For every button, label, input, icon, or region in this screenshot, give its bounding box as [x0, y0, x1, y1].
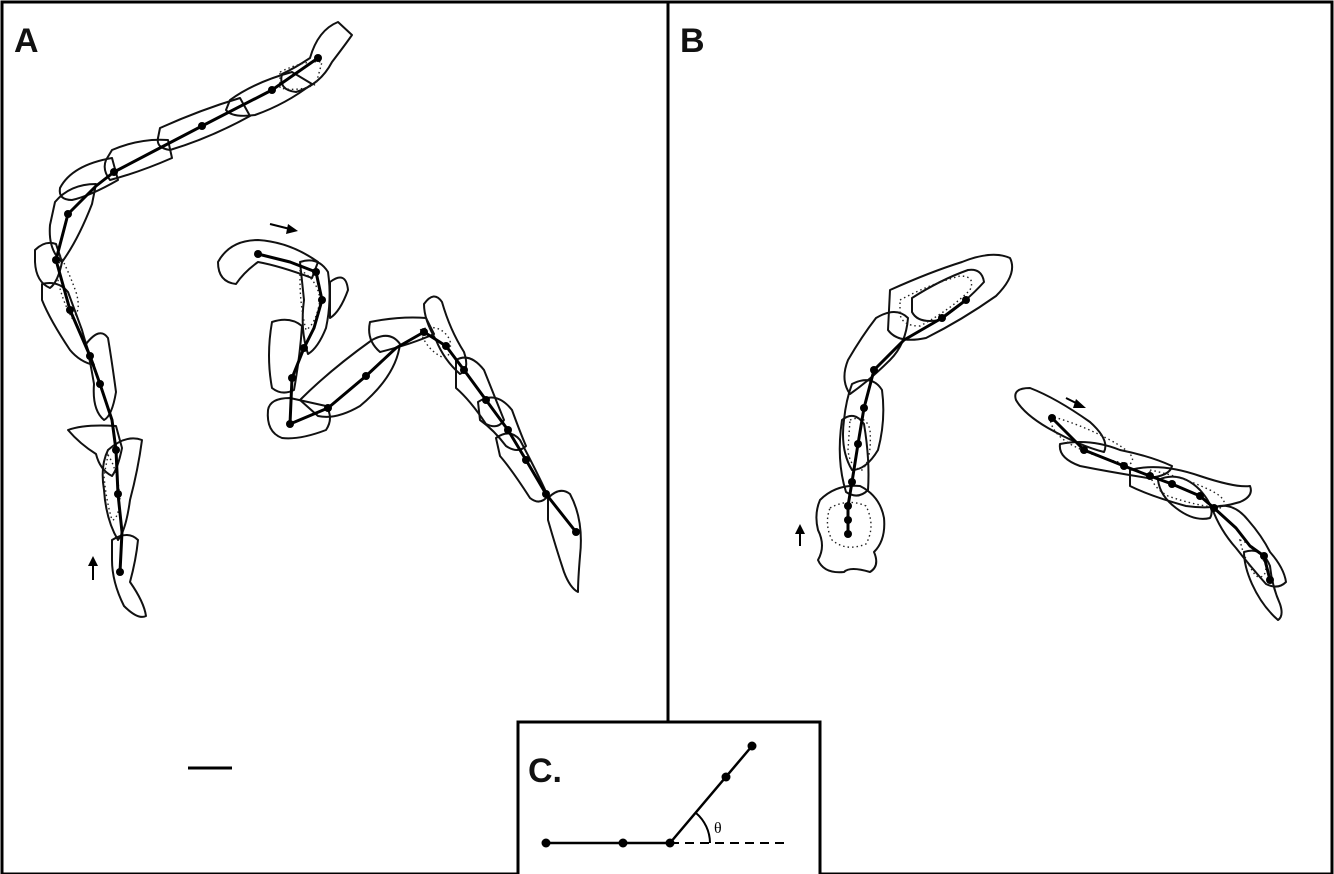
cell-inner-outline [280, 62, 322, 90]
centroid-point [64, 210, 72, 218]
centroid-point [860, 404, 868, 412]
cell-outline [1060, 442, 1172, 478]
centroid-point [748, 742, 757, 751]
centroid-point [112, 446, 120, 454]
centroid-point [318, 296, 326, 304]
centroid-point [1266, 576, 1274, 584]
panel-a-cell-track-left [35, 22, 352, 617]
centroid-point [116, 568, 124, 576]
cell-outline [268, 398, 330, 438]
centroid-point [1146, 472, 1154, 480]
centroid-point [460, 366, 468, 374]
centroid-track [258, 254, 576, 532]
centroid-point [572, 528, 580, 536]
cell-outline [112, 535, 146, 617]
centroid-point [1120, 462, 1128, 470]
centroid-point [854, 440, 862, 448]
centroid-point [314, 54, 322, 62]
centroid-point [1168, 480, 1176, 488]
centroid-point [1260, 552, 1268, 560]
centroid-point [288, 374, 296, 382]
cell-outline [269, 320, 302, 393]
cell-outline [548, 491, 581, 592]
centroid-point [844, 530, 852, 538]
direction-arrow [88, 556, 98, 580]
cell-outline [50, 184, 96, 262]
centroid-point [286, 420, 294, 428]
panel-a-cell-track-right [218, 224, 581, 592]
cell-outline [42, 283, 94, 365]
centroid-point [1210, 504, 1218, 512]
centroid-point [114, 490, 122, 498]
centroid-point [482, 396, 490, 404]
cell-outline [330, 278, 348, 319]
centroid-point [1048, 414, 1056, 422]
panel-c-label: C. [528, 752, 562, 790]
centroid-point [324, 404, 332, 412]
centroid-point [52, 256, 60, 264]
centroid-point [504, 426, 512, 434]
centroid-point [300, 344, 308, 352]
centroid-point [362, 372, 370, 380]
centroid-point [312, 268, 320, 276]
centroid-point [420, 328, 428, 336]
cell-outline [226, 72, 312, 116]
centroid-point [848, 478, 856, 486]
panel-a-label: A [14, 22, 39, 60]
panel-b-cell-track-right [1015, 388, 1286, 620]
centroid-point [844, 502, 852, 510]
direction-arrow [795, 524, 805, 546]
centroid-point [619, 839, 628, 848]
centroid-point [522, 456, 530, 464]
centroid-point [962, 296, 970, 304]
centroid-point [110, 168, 118, 176]
panel-c-frame [518, 722, 820, 874]
centroid-point [722, 773, 731, 782]
centroid-point [666, 839, 675, 848]
centroid-point [254, 250, 262, 258]
panel-b-label: B [680, 22, 705, 60]
centroid-point [938, 314, 946, 322]
centroid-track [848, 300, 966, 534]
cell-outline [86, 333, 116, 420]
panel-b-cell-track-left [795, 255, 1012, 572]
centroid-point [1196, 492, 1204, 500]
angle-theta-label: θ [714, 820, 722, 837]
centroid-point [442, 342, 450, 350]
direction-arrow [270, 224, 298, 234]
direction-arrow [1066, 398, 1086, 408]
centroid-point [542, 839, 551, 848]
centroid-point [86, 352, 94, 360]
centroid-point [1080, 446, 1088, 454]
centroid-track [56, 58, 318, 572]
centroid-point [66, 306, 74, 314]
centroid-point [96, 380, 104, 388]
centroid-point [844, 516, 852, 524]
centroid-point [198, 122, 206, 130]
cell-outline [844, 312, 908, 394]
centroid-point [542, 490, 550, 498]
centroid-point [268, 86, 276, 94]
centroid-point [870, 366, 878, 374]
